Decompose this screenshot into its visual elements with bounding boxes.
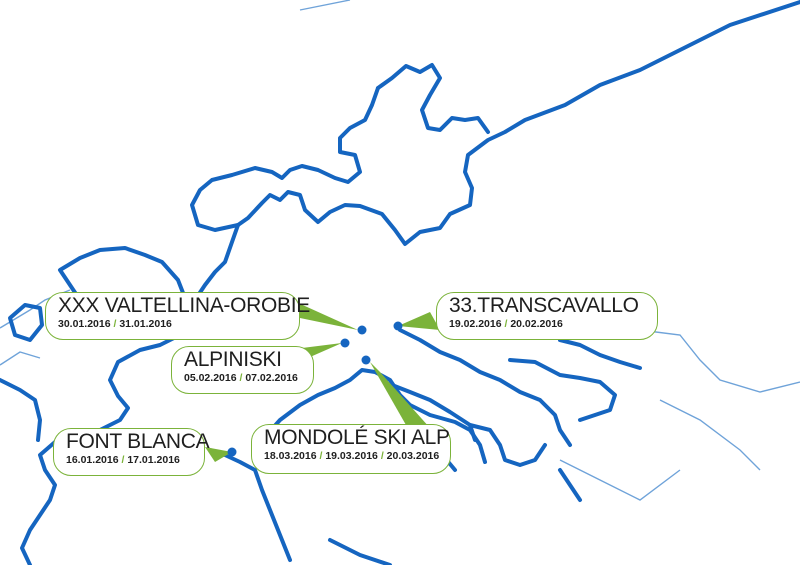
event-name: FONT BLANCA: [66, 430, 210, 453]
event-label-alpiniski[interactable]: ALPINISKI 05.02.2016 / 07.02.2016: [171, 346, 314, 394]
marker-transcavallo[interactable]: [393, 321, 403, 331]
event-name: MONDOLÉ SKI ALP: [264, 426, 450, 449]
marker-valtellina[interactable]: [357, 325, 367, 335]
event-label-fontblanca[interactable]: FONT BLANCA 16.01.2016 / 17.01.2016: [53, 428, 210, 476]
location-markers: [227, 321, 403, 457]
event-dates: 05.02.2016 / 07.02.2016: [184, 372, 298, 384]
event-name: ALPINISKI: [184, 348, 282, 371]
event-label-mondole[interactable]: MONDOLÉ SKI ALP 18.03.2016 / 19.03.2016 …: [251, 424, 451, 474]
event-name: 33.TRANSCAVALLO: [449, 294, 639, 317]
marker-mondole[interactable]: [361, 355, 371, 365]
event-name: XXX VALTELLINA-OROBIE: [58, 294, 311, 317]
marker-fontblanca[interactable]: [227, 447, 237, 457]
event-dates: 30.01.2016 / 31.01.2016: [58, 318, 172, 330]
event-dates: 16.01.2016 / 17.01.2016: [66, 454, 180, 466]
marker-alpiniski[interactable]: [340, 338, 350, 348]
event-dates: 19.02.2016 / 20.02.2016: [449, 318, 563, 330]
event-label-valtellina[interactable]: XXX VALTELLINA-OROBIE 30.01.2016 / 31.01…: [45, 292, 311, 340]
event-label-transcavallo[interactable]: 33.TRANSCAVALLO 19.02.2016 / 20.02.2016: [436, 292, 658, 340]
event-dates: 18.03.2016 / 19.03.2016 / 20.03.2016: [264, 450, 440, 462]
